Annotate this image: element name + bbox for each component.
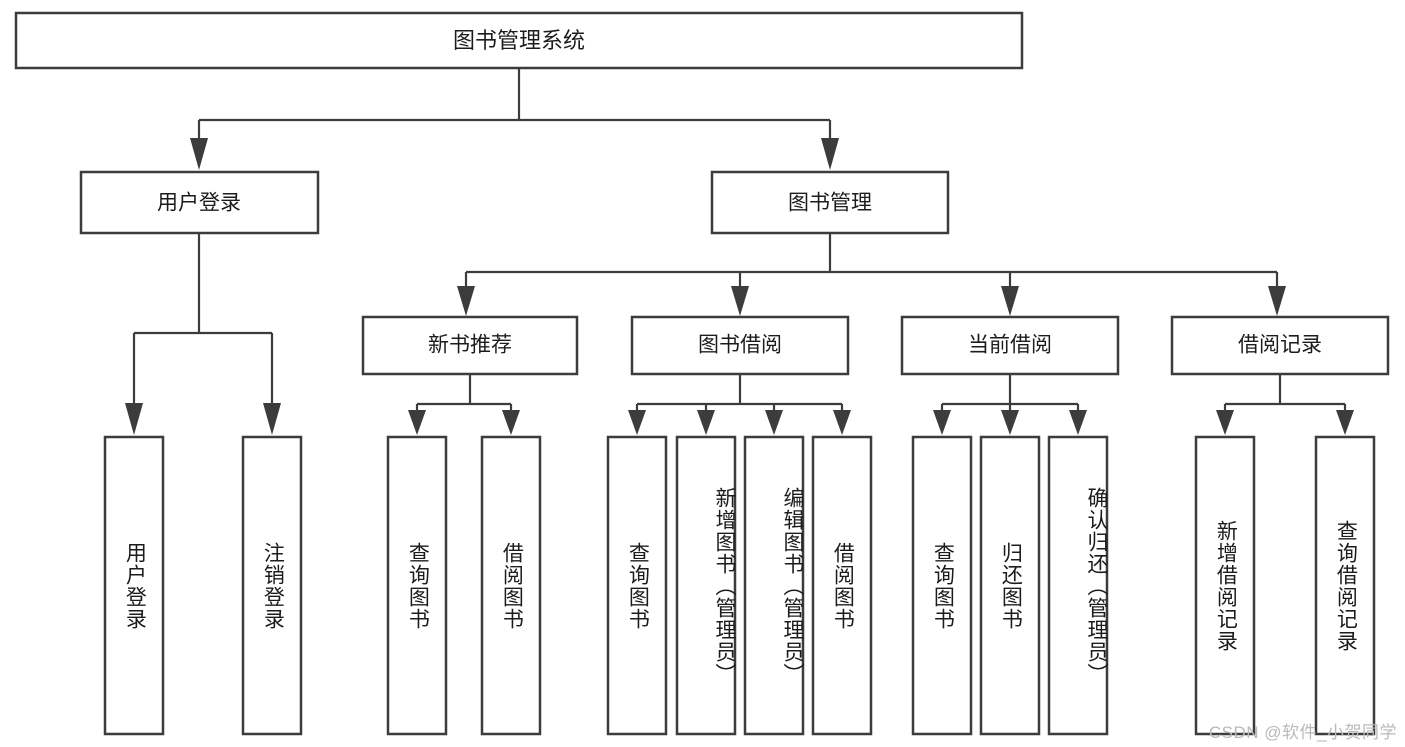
node-book-borrow-box[interactable] — [630, 315, 850, 376]
node-current-borrow-box[interactable] — [900, 315, 1120, 376]
arrowhead-borrow-record-leaf-2 — [1336, 410, 1354, 435]
node-current-borrow[interactable]: 当前借阅 — [900, 315, 1120, 376]
connector-group-borrow-record — [1216, 374, 1354, 435]
node-new-book-recommend-box[interactable] — [361, 315, 579, 376]
leaf-boxes-current-borrow — [911, 435, 1109, 736]
arrowhead-current-borrow-leaf-3 — [1069, 410, 1087, 435]
leaf-box-current-borrow-1[interactable] — [911, 435, 973, 736]
node-book-borrow-label: 图书借阅 — [698, 334, 782, 357]
arrowhead-book-borrow-leaf-4 — [833, 410, 851, 435]
node-root-box[interactable] — [14, 11, 1024, 70]
node-book-management-box[interactable] — [710, 170, 950, 235]
leaf-box-current-borrow-3[interactable] — [1047, 435, 1109, 736]
leaf-box-new-book-2[interactable] — [480, 435, 542, 736]
connector-group-book-mgmt — [457, 233, 1286, 316]
node-borrow-record[interactable]: 借阅记录 — [1170, 315, 1390, 376]
connector-group-new-book — [408, 374, 520, 435]
connector-group-current-borrow — [933, 374, 1087, 435]
arrowhead-borrow-record-leaf-1 — [1216, 410, 1234, 435]
leaf-box-new-book-1[interactable] — [386, 435, 448, 736]
arrowhead-user-login — [190, 138, 208, 170]
node-book-borrow[interactable]: 图书借阅 — [630, 315, 850, 376]
connector-group-book-borrow — [628, 374, 851, 435]
node-current-borrow-label: 当前借阅 — [968, 334, 1052, 357]
arrowhead-current-borrow-leaf-1 — [933, 410, 951, 435]
arrowhead-book-borrow-leaf-2 — [697, 410, 715, 435]
arrowhead-new-book — [457, 286, 475, 316]
leaf-box-user-login-2[interactable] — [241, 435, 303, 736]
arrowhead-current-borrow-leaf-2 — [1001, 410, 1019, 435]
connector-group-root — [190, 68, 839, 170]
leaf-box-user-login-1[interactable] — [103, 435, 165, 736]
leaf-boxes-borrow-record — [1194, 435, 1376, 736]
leaf-box-book-borrow-2[interactable] — [675, 435, 737, 736]
leaf-box-current-borrow-2[interactable] — [979, 435, 1041, 736]
arrowhead-book-borrow — [731, 286, 749, 316]
node-borrow-record-label: 借阅记录 — [1238, 334, 1322, 357]
node-book-management[interactable]: 图书管理 — [710, 170, 950, 235]
arrowhead-new-book-leaf-2 — [502, 410, 520, 435]
node-root[interactable]: 图书管理系统 — [14, 11, 1024, 70]
node-user-login-label: 用户登录 — [157, 192, 241, 215]
node-root-label: 图书管理系统 — [453, 28, 585, 53]
node-user-login[interactable]: 用户登录 — [79, 170, 320, 235]
leaf-boxes-book-borrow — [606, 435, 873, 736]
leaf-box-book-borrow-4[interactable] — [811, 435, 873, 736]
node-new-book-recommend-label: 新书推荐 — [428, 334, 512, 357]
leaf-boxes-user-login — [103, 435, 303, 736]
leaf-box-book-borrow-3[interactable] — [743, 435, 805, 736]
leaf-box-borrow-record-1[interactable] — [1194, 435, 1256, 736]
node-book-management-label: 图书管理 — [788, 192, 872, 215]
arrowhead-current-borrow — [1001, 286, 1019, 316]
leaf-boxes-new-book-recommend — [386, 435, 542, 736]
leaf-box-book-borrow-1[interactable] — [606, 435, 668, 736]
arrowhead-book-borrow-leaf-3 — [765, 410, 783, 435]
node-user-login-box[interactable] — [79, 170, 320, 235]
arrowhead-user-login-leaf-2 — [263, 403, 281, 435]
watermark-text: CSDN @软件_小贺同学 — [1208, 723, 1397, 742]
connector-group-user-login — [125, 233, 281, 435]
leaf-box-borrow-record-2[interactable] — [1314, 435, 1376, 736]
node-borrow-record-box[interactable] — [1170, 315, 1390, 376]
arrowhead-new-book-leaf-1 — [408, 410, 426, 435]
arrowhead-borrow-record — [1268, 286, 1286, 316]
node-new-book-recommend[interactable]: 新书推荐 — [361, 315, 579, 376]
arrowhead-user-login-leaf-1 — [125, 403, 143, 435]
arrowhead-book-borrow-leaf-1 — [628, 410, 646, 435]
arrowhead-book-mgmt — [821, 138, 839, 170]
